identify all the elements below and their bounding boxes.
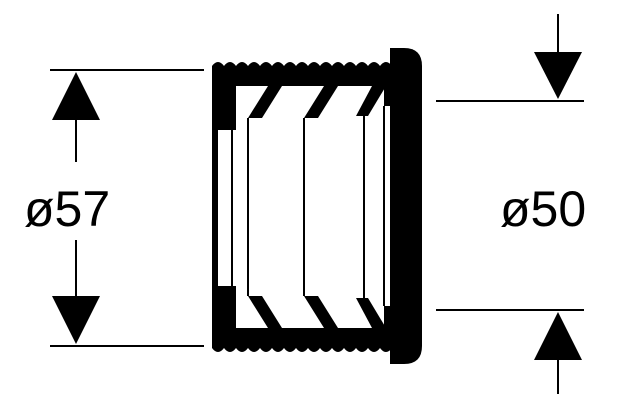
seal-lip-bottom: [304, 296, 338, 328]
adapter-flange: [390, 48, 422, 364]
outer-wall-top: [212, 66, 392, 86]
pipe-adapter-section: [212, 48, 422, 364]
inner-diameter-label: ø50: [500, 181, 586, 237]
seal-lip-top: [304, 86, 338, 118]
outer-thread-bottom: [212, 348, 392, 352]
arrow-up-icon: [52, 72, 100, 120]
seal-lip-bottom: [356, 298, 386, 328]
outer-diameter-label: ø57: [24, 181, 110, 237]
arrow-up-icon: [534, 312, 582, 360]
inner-seat-bottom: [384, 306, 420, 328]
left-rim-inner: [212, 130, 218, 286]
arrow-down-icon: [534, 52, 582, 99]
left-rim-top: [212, 66, 236, 130]
left-rim-bottom: [212, 286, 236, 348]
inner-diameter-dimension: ø50: [436, 14, 586, 394]
seal-lip-bottom: [248, 296, 282, 328]
inner-seat-top: [384, 86, 420, 106]
seal-lip-top: [356, 86, 386, 116]
outer-thread-top: [212, 62, 392, 66]
arrow-down-icon: [52, 296, 100, 344]
outer-diameter-dimension: ø57: [24, 69, 204, 347]
outer-wall-bottom: [212, 328, 392, 348]
seal-lip-top: [248, 86, 282, 118]
